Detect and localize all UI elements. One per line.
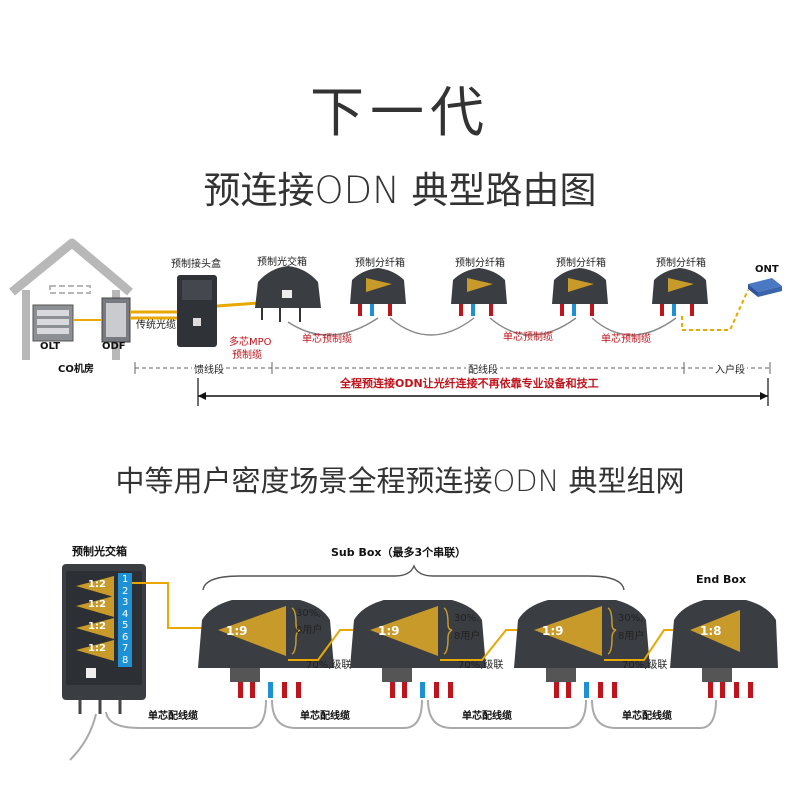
- cable-label-3: 单芯配线缆: [462, 711, 512, 722]
- cabinet-port-4: 4: [122, 609, 129, 620]
- page-title: 下一代: [310, 81, 490, 144]
- traditional-cable-label: 传统光缆: [136, 320, 176, 331]
- sub-box-3-icon: [514, 600, 650, 698]
- splitter-box-4-label: 预制分纤箱: [656, 258, 706, 269]
- cross-cabinet-icon: [255, 266, 321, 322]
- odf-device-icon: [101, 297, 131, 343]
- ont-device-icon: [748, 278, 782, 297]
- cable-label-2: 单芯配线缆: [300, 711, 350, 722]
- whole-process-note: 全程预连接ODN让光纤连接不再依靠专业设备和技工: [340, 377, 599, 390]
- splitter-box-2-label: 预制分纤箱: [455, 258, 505, 269]
- olt-device-icon: [32, 304, 74, 342]
- network-cross-cabinet-icon: [62, 564, 146, 714]
- cabinet-port-5: 5: [122, 620, 129, 631]
- segment-feeder-label: 馈线段: [192, 361, 226, 376]
- cable-label-4: 单芯配线缆: [622, 711, 672, 722]
- single-core-cable-label-3: 单芯预制缆: [601, 334, 651, 345]
- ont-label: ONT: [755, 264, 779, 275]
- splitter-box-1-icon: [350, 268, 406, 316]
- cabinet-splitter-1: 1:2: [88, 579, 106, 590]
- sub-box-label: Sub Box（最多3个串联）: [331, 546, 467, 559]
- splitter-box-3-label: 预制分纤箱: [556, 258, 606, 269]
- cabinet-port-3: 3: [122, 597, 129, 608]
- odf-label: ODF: [102, 341, 126, 352]
- single-core-cable-label-1: 单芯预制缆: [302, 334, 352, 345]
- users-pct-2: 30%,: [454, 613, 480, 624]
- sub-box-2-ratio: 1:9: [378, 624, 400, 638]
- cabinet-port-1: 1: [122, 574, 129, 585]
- section2-title: 中等用户密度场景全程预连接ODN 典型组网: [115, 464, 685, 498]
- co-room-label: CO机房: [58, 364, 94, 375]
- cabinet-port-6: 6: [122, 632, 129, 643]
- mpo-cable-label-line1: 多芯MPO: [229, 337, 272, 348]
- sub-box-1-icon: [198, 600, 334, 698]
- cabinet-port-2: 2: [122, 586, 129, 597]
- cabinet-port-7: 7: [122, 643, 129, 654]
- splitter-box-4-icon: [652, 268, 708, 316]
- cabinet-splitter-3: 1:2: [88, 621, 106, 632]
- users-pct-3: 30%,: [618, 613, 644, 624]
- cabinet-splitter-2: 1:2: [88, 599, 106, 610]
- end-box-icon: [670, 600, 778, 698]
- cascade-3: 70%,级联: [622, 660, 668, 671]
- splice-box-icon: [177, 275, 217, 347]
- olt-label: OLT: [40, 341, 61, 352]
- single-core-cable-label-2: 单芯预制缆: [503, 332, 553, 343]
- splitter-box-3-icon: [552, 268, 608, 316]
- splitter-box-1-label: 预制分纤箱: [355, 258, 405, 269]
- splitter-box-2-icon: [451, 268, 507, 316]
- segment-distribution-label: 配线段: [466, 361, 500, 376]
- sub-box-3-ratio: 1:9: [542, 624, 564, 638]
- splice-box-label: 预制接头盒: [171, 259, 221, 270]
- sub-box-1-ratio: 1:9: [226, 624, 248, 638]
- users-count-3: 8用户: [618, 631, 645, 642]
- mpo-cable-label-line2: 预制缆: [232, 350, 262, 361]
- cross-cabinet-label: 预制光交箱: [257, 257, 307, 268]
- cascade-2: 70%,级联: [458, 660, 504, 671]
- cable-label-1: 单芯配线缆: [148, 711, 198, 722]
- cabinet-port-8: 8: [122, 655, 129, 666]
- sub-box-2-icon: [350, 600, 486, 698]
- end-box-label: End Box: [696, 573, 747, 586]
- segment-drop-label: 入户段: [713, 361, 747, 376]
- page-subtitle: 预连接ODN 典型路由图: [203, 169, 597, 212]
- cascade-1: 70%,级联: [306, 660, 352, 671]
- cabinet-splitter-4: 1:2: [88, 643, 106, 654]
- end-box-ratio: 1:8: [700, 624, 722, 638]
- users-count-2: 8用户: [454, 631, 481, 642]
- users-pct-1: 30%,: [296, 608, 322, 619]
- users-count-1: 8用户: [296, 625, 323, 636]
- network-cross-cabinet-label: 预制光交箱: [72, 545, 127, 558]
